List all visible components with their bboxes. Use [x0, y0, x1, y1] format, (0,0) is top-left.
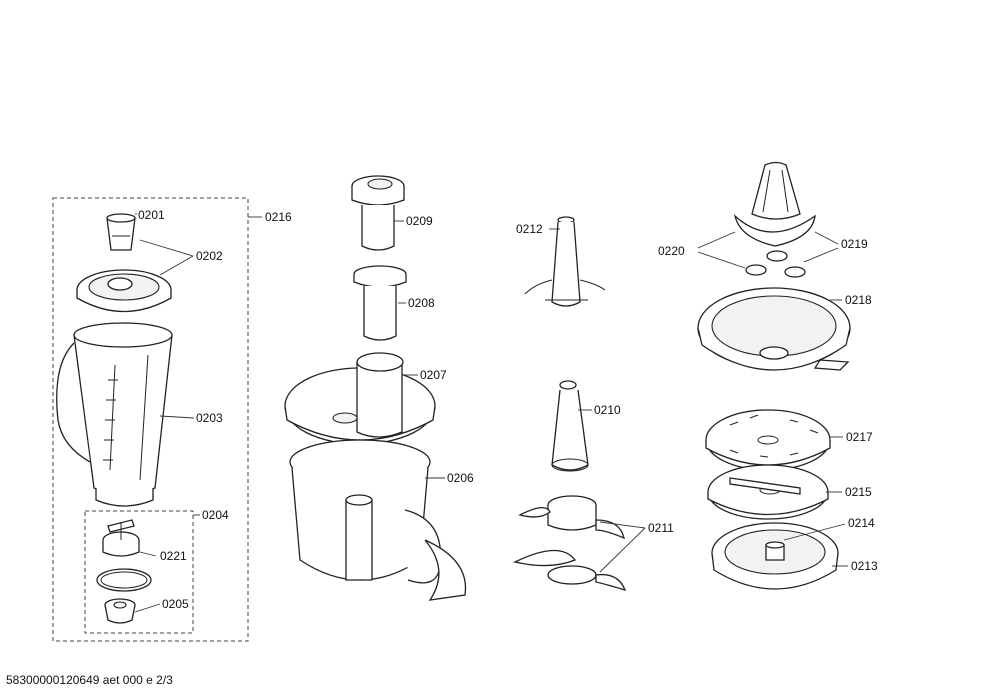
part-0201-measuring-cap: [106, 213, 136, 251]
leader-0202-a: [139, 239, 194, 257]
leader-0203: [159, 415, 195, 419]
label-0210: 0210: [594, 403, 621, 417]
part-0210-blade-shaft: [551, 380, 589, 472]
label-0202: 0202: [196, 249, 223, 263]
label-0221: 0221: [160, 549, 187, 563]
label-0211: 0211: [648, 521, 674, 535]
label-0209: 0209: [406, 214, 433, 228]
part-0212-dough-tool: [524, 216, 606, 307]
leader-0219-b: [803, 247, 839, 263]
label-0214: 0214: [848, 516, 875, 530]
label-0203: 0203: [196, 411, 223, 425]
label-0204: 0204: [202, 508, 229, 522]
part-0208-inner-pusher: [353, 265, 407, 341]
leader-0202-b: [159, 255, 194, 276]
label-0205: 0205: [162, 597, 189, 611]
part-blade-unit: [102, 519, 140, 557]
part-0214-drive-shaft: [765, 541, 785, 561]
label-0215: 0215: [845, 485, 872, 499]
part-0218-sieve: [697, 287, 851, 371]
leader-0205: [134, 603, 161, 613]
leader-0211-b: [599, 527, 646, 573]
part-0205-coupling: [104, 598, 136, 624]
leader-0221: [139, 551, 157, 557]
label-0213: 0213: [851, 559, 878, 573]
label-0216: 0216: [265, 210, 292, 224]
part-0202-blender-lid: [76, 269, 172, 313]
label-0218: 0218: [845, 293, 872, 307]
label-0212: 0212: [516, 222, 543, 236]
document-code: 58300000120649 aet 000 e 2/3: [6, 673, 173, 687]
leader-0214: [783, 523, 846, 541]
leader-0211-a: [599, 521, 646, 529]
part-0203-blender-jug: [56, 322, 173, 507]
part-0209-pusher: [351, 175, 405, 251]
leader-0220-a: [697, 231, 736, 249]
blade-assembly-frame-0204: [84, 510, 194, 634]
label-0207: 0207: [420, 368, 447, 382]
part-0211-chopping-blade-lower: [513, 549, 627, 592]
part-0220-small-knobs: [745, 250, 806, 278]
label-0219: 0219: [841, 237, 868, 251]
part-0215-slicing-disc: [707, 464, 829, 520]
blender-assembly-frame: [52, 197, 249, 642]
label-0201: 0201: [138, 208, 165, 222]
part-0221-seal-ring: [96, 568, 152, 592]
part-0211-chopping-blade-upper: [518, 495, 625, 540]
part-0206-processing-bowl: [289, 439, 467, 601]
label-0220: 0220: [658, 244, 685, 258]
label-0206: 0206: [447, 471, 474, 485]
part-0207-bowl-lid: [284, 352, 436, 445]
part-0219-citrus-press-cone: [733, 161, 816, 247]
leader-0220-b: [697, 251, 746, 269]
label-0208: 0208: [408, 296, 435, 310]
leader-0219-a: [814, 231, 839, 245]
label-0217: 0217: [846, 430, 873, 444]
part-0217-shredding-disc: [705, 409, 831, 471]
